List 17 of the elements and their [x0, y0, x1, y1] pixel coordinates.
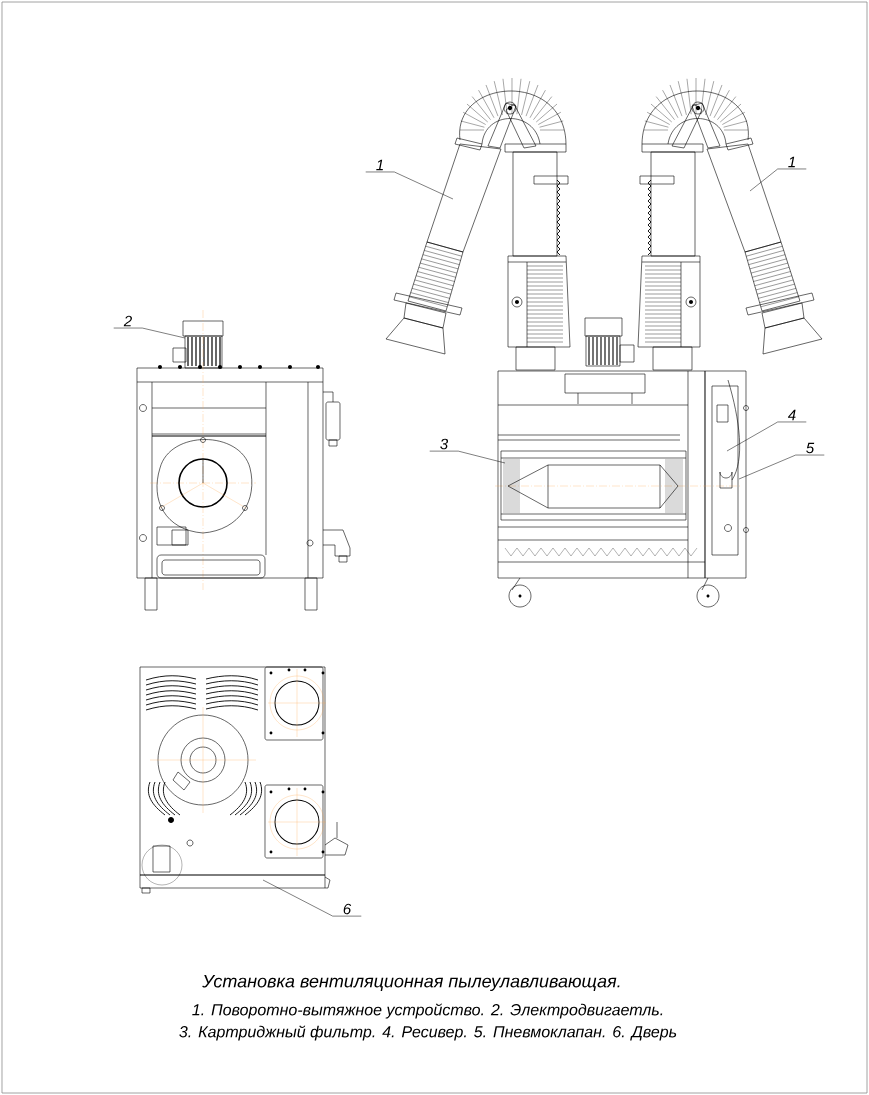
leader-line	[726, 421, 807, 452]
leader-line	[262, 879, 362, 917]
caption-line: 3. Картриджный фильтр. 4. Ресивер. 5. Пневмоклапан. 6. Дверь	[179, 1025, 677, 1041]
callout-number: 3	[440, 438, 449, 450]
leader-line	[113, 327, 186, 339]
leader-line	[738, 454, 825, 480]
leader-line	[749, 168, 807, 192]
leader-line	[365, 171, 454, 200]
caption-line: 1. Поворотно-вытяжное устройство. 2. Электродвигаетль.	[192, 1003, 663, 1019]
callout-number: 1	[788, 156, 795, 168]
callout-number: 2	[123, 315, 132, 327]
callout-number: 4	[787, 409, 796, 421]
caption-heading: Установка вентиляционная пылеулавливающая.	[202, 974, 620, 992]
callout-number: 1	[376, 159, 383, 171]
leader-line	[429, 450, 506, 464]
callout-number: 5	[806, 442, 815, 454]
callout-number: 6	[343, 903, 352, 915]
